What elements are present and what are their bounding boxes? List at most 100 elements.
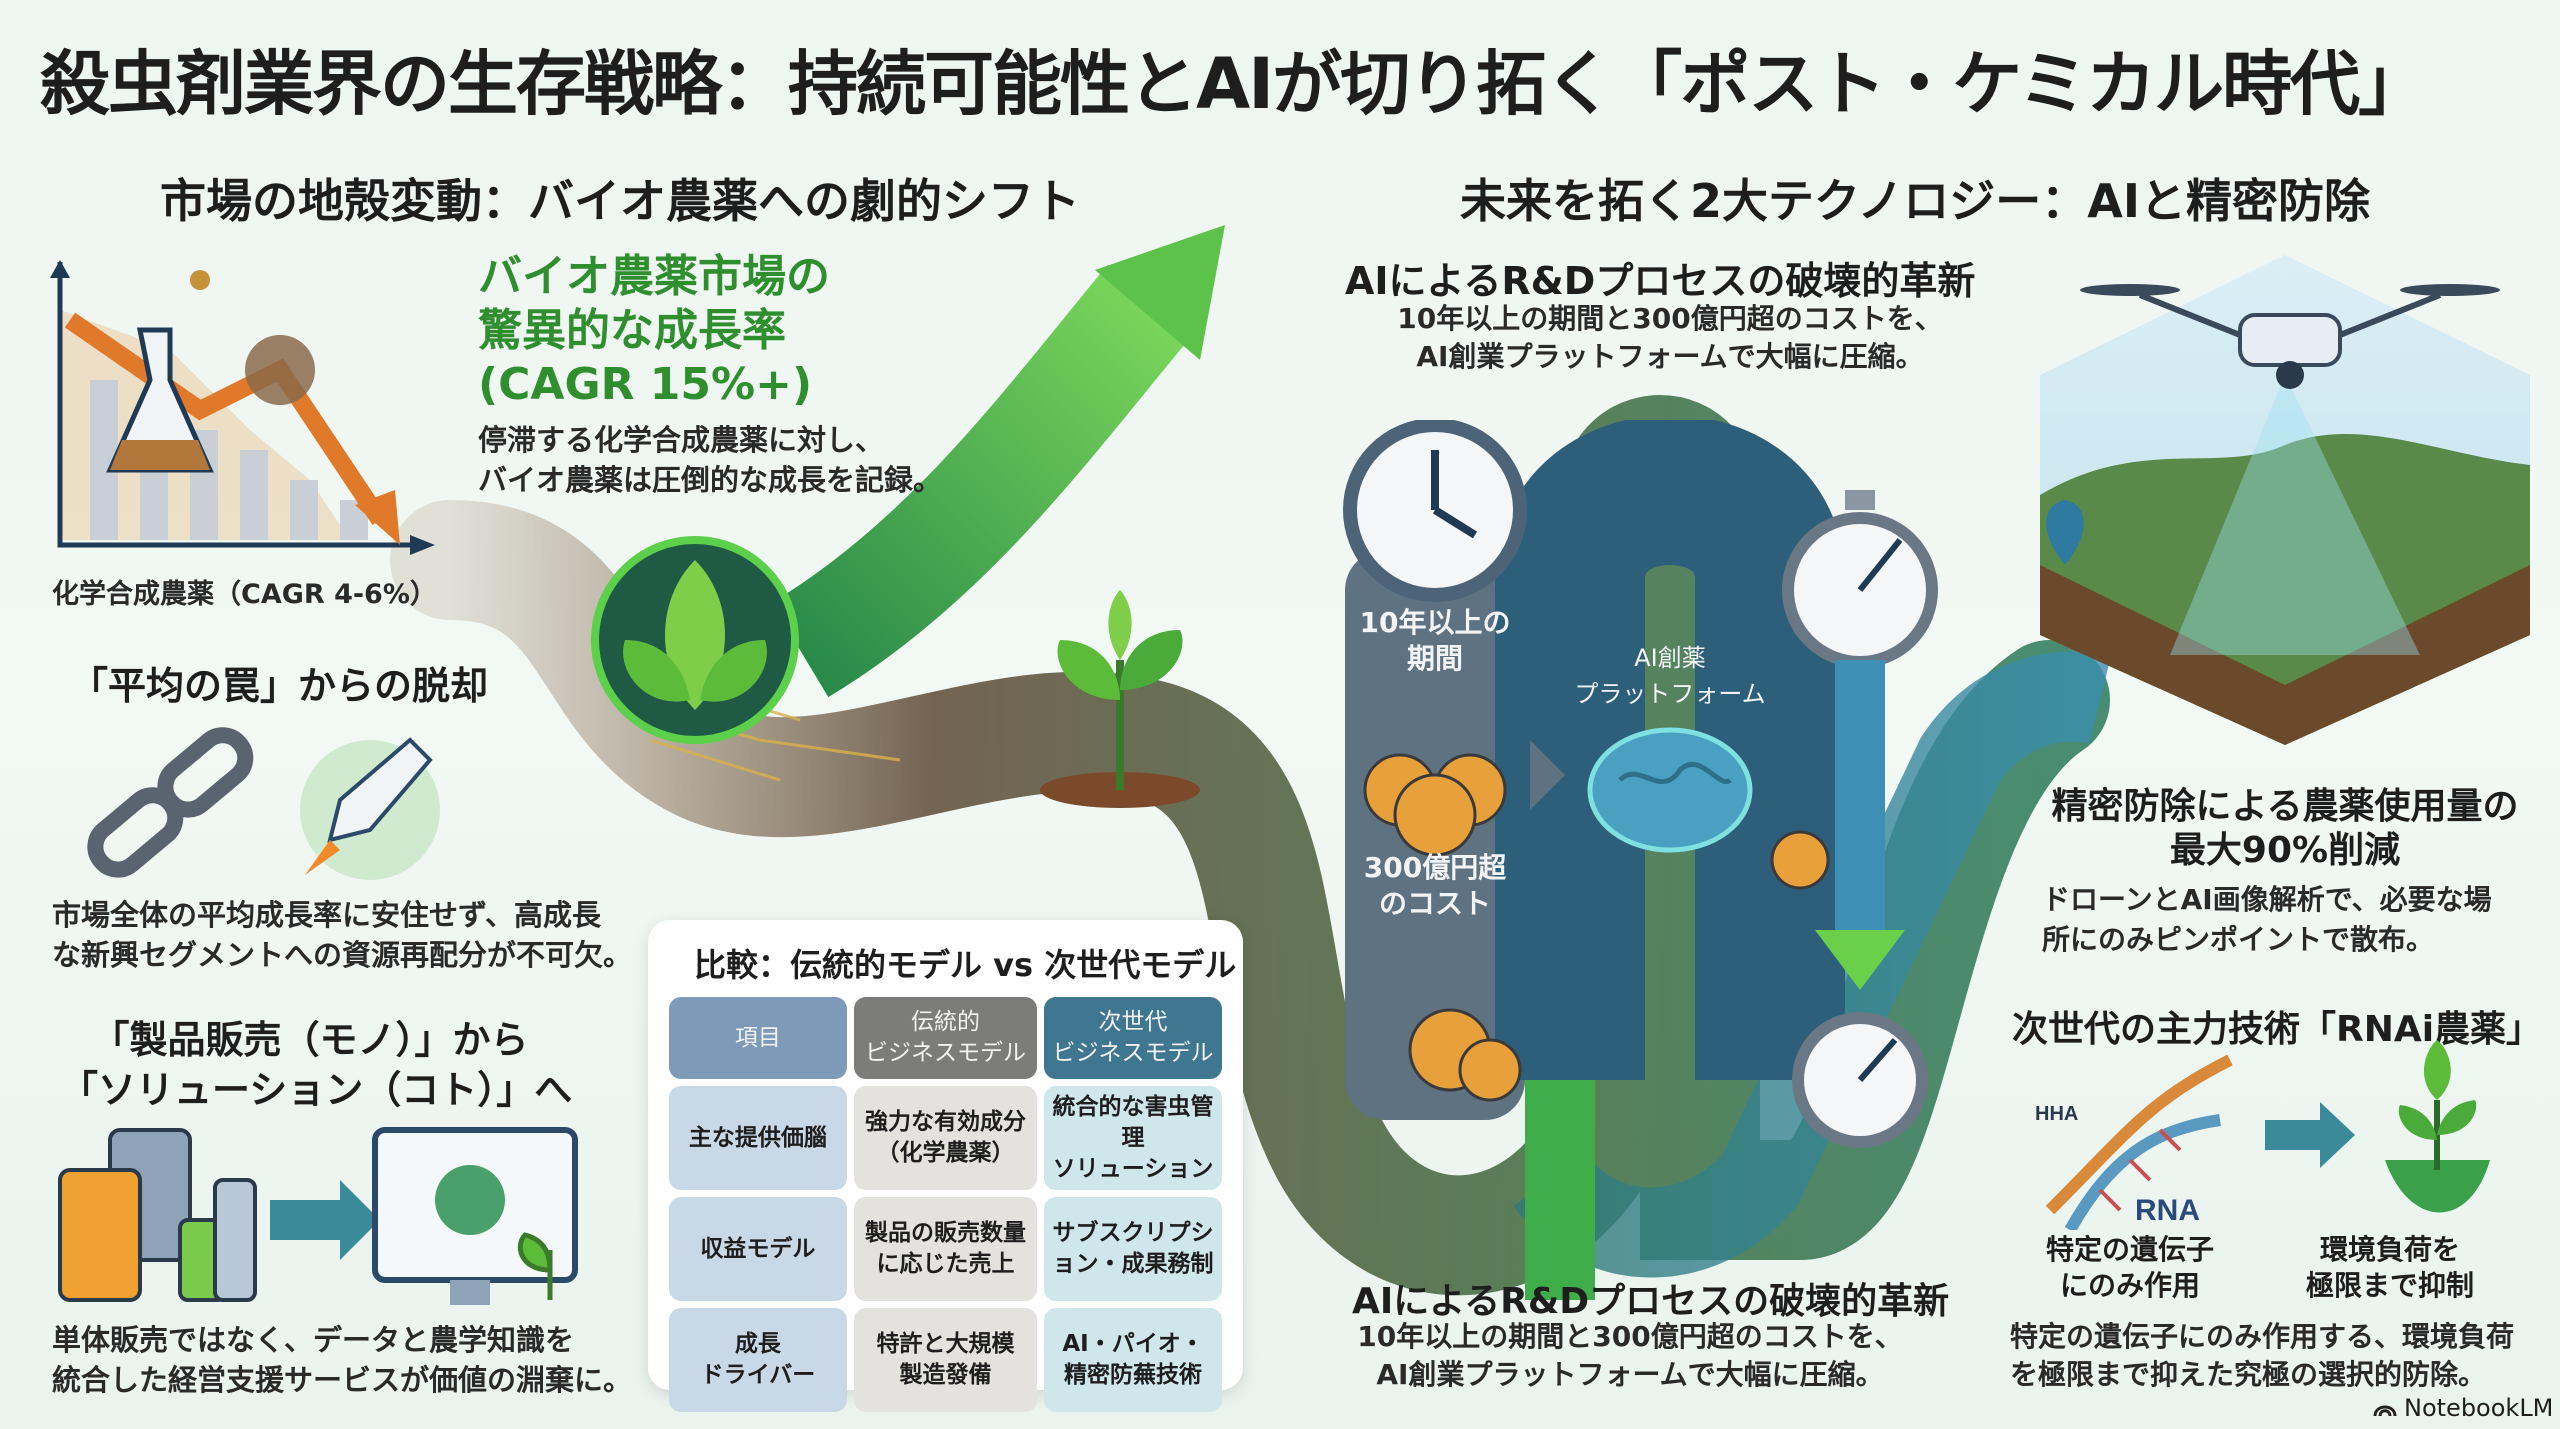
cell-text: 成長 <box>734 1331 781 1357</box>
rd-heading-bottom: AIによるR&Dプロセスの破壊的革新 <box>1352 1281 1950 1322</box>
header-next-gen: 次世代ビジネスモデル <box>1044 997 1222 1079</box>
table-cell: 強力な有効成分 （化学農薬） <box>853 1086 1038 1190</box>
cell-text: 強力な有効成分 <box>864 1109 1026 1135</box>
notebooklm-brand: NotebookLM <box>2372 1394 2553 1422</box>
comparison-table: 項目 伝統的ビジネスモデル 次世代ビジネスモデル 主な提供価腦 強力な有効成分 （… <box>648 990 1243 1419</box>
table-cell: 統合的な害虫管理ソリューション <box>1044 1086 1222 1190</box>
table-cell: サブスクリプション・成果務制 <box>1044 1197 1222 1301</box>
brain-icon <box>1587 727 1753 853</box>
cell-text: サブスクリプシ <box>1052 1220 1214 1246</box>
chem-cagr-label: 化学合成農薬（CAGR 4-6%） <box>52 579 437 610</box>
text-line: AI創業プラットフォームで大幅に圧縮。 <box>1416 340 1924 373</box>
cell-text: 主な提供価腦 <box>688 1124 827 1151</box>
cell-text: AI・パイオ・ <box>1062 1331 1204 1357</box>
gene-label: 特定の遺伝子 にのみ作用 <box>2030 1232 2230 1304</box>
map-pin-icon <box>2046 500 2084 565</box>
table-header-row: 項目 伝統的ビジネスモデル 次世代ビジネスモデル <box>669 997 1222 1079</box>
drone-icon <box>2080 284 2500 389</box>
stopwatch-icon <box>1782 490 1938 1148</box>
table-cell: 成長ドライバー <box>669 1308 847 1412</box>
label-line: にのみ作用 <box>2059 1269 2200 1302</box>
label-line: 極限まで抑制 <box>2305 1269 2474 1302</box>
trap-heading: 「平均の罠」からの脱却 <box>70 664 489 708</box>
cell-text: 製造發備 <box>899 1362 992 1388</box>
brand-text: NotebookLM <box>2404 1394 2554 1422</box>
env-label: 環境負荷を 極限まで抑制 <box>2290 1232 2490 1304</box>
rd-heading: AIによるR&Dプロセスの破壊的革新 <box>1345 259 1976 303</box>
bio-heading-line: 驚異的な成長率 <box>478 305 786 356</box>
rd-process-illustration <box>1343 420 1938 1148</box>
header-traditional: 伝統的ビジネスモデル <box>853 997 1038 1079</box>
eco-plant-icon <box>2385 1040 2490 1213</box>
notebooklm-logo-icon <box>2373 1405 2397 1417</box>
drone-field-illustration <box>2040 255 2530 745</box>
header-text: ビジネスモデル <box>864 1040 1026 1066</box>
label-line: 環境負荷を <box>2319 1233 2460 1266</box>
cell-text: ドライバー <box>700 1362 816 1388</box>
table-row: 収益モデル 製品の販売数量に応じた売上 サブスクリプション・成果務制 <box>669 1197 1222 1301</box>
table-cell: AI・パイオ・精密防蕪技術 <box>1044 1308 1222 1412</box>
cost-label: 300億円超 のコスト <box>1345 850 1525 922</box>
leaf-emblem-icon <box>591 536 799 744</box>
heading-line: 「製品販売（モノ）」から <box>91 1018 529 1062</box>
left-section-heading: 市場の地殻変動：バイオ農薬への劇的シフト <box>160 174 1080 228</box>
text-line: 単体販売ではなく、データと農学知識を <box>52 1323 575 1357</box>
cell-text: 製品の販売数量 <box>864 1220 1026 1246</box>
rnai-text: 特定の遺伝子にのみ作用する、環境負荷 を極限まで抑えた究極の選択的防除。 <box>2010 1318 2514 1394</box>
comparison-table-card: 比較：伝統的モデル vs 次世代モデル 項目 伝統的ビジネスモデル 次世代ビジネ… <box>648 920 1243 1412</box>
table-cell: 特許と大規模製造發備 <box>853 1308 1038 1412</box>
heading-line: 「ソリューション（コト）」へ <box>60 1068 573 1112</box>
table-cell: 主な提供価腦 <box>669 1086 847 1190</box>
broken-chain-and-rocket-icon <box>87 727 440 880</box>
text-line: な新興セグメントへの資源再配分が不可欠。 <box>52 938 633 972</box>
declining-chart-icon <box>50 260 435 555</box>
arrow-icon <box>2265 1102 2355 1168</box>
table-cell: 製品の販売数量に応じた売上 <box>853 1197 1038 1301</box>
label-line: 300億円超 <box>1363 851 1507 884</box>
bio-heading-line: (CAGR 15%+) <box>478 359 813 410</box>
cell-text: ソリューション <box>1052 1155 1214 1182</box>
label-line: AI創薬 <box>1634 644 1706 672</box>
dna-small-label: HHA <box>2035 1103 2078 1125</box>
text-line: 特定の遺伝子にのみ作用する、環境負荷 <box>2010 1320 2515 1353</box>
text-line: 10年以上の期間と300億円超のコストを、 <box>1397 302 1943 335</box>
rd-text-bottom: 10年以上の期間と300億円超のコストを、 AI創業プラットフォームで大幅に圧縮… <box>1340 1318 1920 1394</box>
right-section-heading: 未来を拓く2大テクノロジー：AIと精密防除 <box>1460 174 2370 228</box>
shift-heading: 「製品販売（モノ）」から 「ソリューション（コト）」へ <box>60 1015 573 1115</box>
cell-text: （化学農薬） <box>876 1140 1015 1166</box>
cell-text: 精密防蕪技術 <box>1064 1362 1203 1388</box>
label-line: 10年以上の <box>1359 606 1511 639</box>
period-label: 10年以上の 期間 <box>1345 605 1525 677</box>
text-line: 統合した経営支援サービスが価値の淵棄に。 <box>52 1363 633 1397</box>
header-text: ビジネスモデル <box>1052 1040 1214 1066</box>
dna-icon <box>2045 1054 2233 1230</box>
label-line: 期間 <box>1406 642 1463 675</box>
shift-text: 単体販売ではなく、データと農学知識を 統合した経営支援サービスが価値の淵棄に。 <box>52 1320 632 1400</box>
cell-text: ョン・成果務制 <box>1052 1251 1214 1277</box>
table-row: 成長ドライバー 特許と大規模製造發備 AI・パイオ・精密防蕪技術 <box>669 1308 1222 1412</box>
text-line: 10年以上の期間と300億円超のコストを、 <box>1357 1320 1903 1353</box>
text-line: バイオ農薬は圧倒的な成長を記録。 <box>478 463 943 497</box>
header-text: 伝統的 <box>910 1009 980 1035</box>
sprout-icon <box>1040 590 1200 808</box>
money-bags-icon <box>1363 753 1830 1102</box>
header-text: 次世代 <box>1098 1009 1168 1035</box>
bio-growth-heading: バイオ農薬市場の 驚異的な成長率 (CAGR 15%+) <box>478 250 830 412</box>
trap-text: 市場全体の平均成長率に安住せず、高成長 な新興セグメントへの資源再配分が不可欠。 <box>52 895 632 975</box>
clock-icon <box>1343 420 1527 602</box>
label-line: プラットフォーム <box>1574 680 1766 708</box>
bio-growth-text: 停滞する化学合成農薬に対し、 バイオ農薬は圧倒的な成長を記録。 <box>478 420 942 500</box>
cell-text: に応じた売上 <box>876 1251 1015 1277</box>
product-to-solution-icon <box>58 1127 578 1305</box>
rna-label: RNA <box>2135 1194 2200 1227</box>
rd-text: 10年以上の期間と300億円超のコストを、 AI創業プラットフォームで大幅に圧縮… <box>1370 300 1970 376</box>
text-line: ドローンとAI画像解析で、必要な場 <box>2042 883 2492 916</box>
table-row: 主な提供価腦 強力な有効成分 （化学農薬） 統合的な害虫管理ソリューション <box>669 1086 1222 1190</box>
text-line: 停滞する化学合成農薬に対し、 <box>478 423 885 457</box>
header-text: 項目 <box>734 1024 781 1051</box>
precision-text: ドローンとAI画像解析で、必要な場 所にのみピンポイントで散布。 <box>2042 880 2492 960</box>
table-cell: 収益モデル <box>669 1197 847 1301</box>
bio-heading-line: バイオ農薬市場の <box>478 251 830 302</box>
cell-text: 特許と大規模 <box>876 1331 1015 1357</box>
